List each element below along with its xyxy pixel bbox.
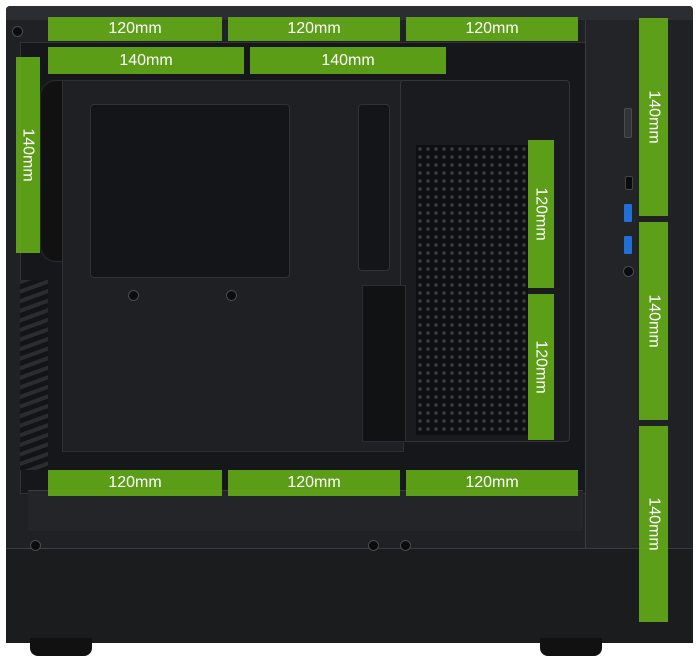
top-fan-zone-140: 140mm [250, 47, 446, 74]
usb-c-port-icon [625, 176, 633, 190]
zone-label: 140mm [645, 90, 663, 144]
bottom-fan-zone-120: 120mm [406, 470, 578, 496]
zone-label: 120mm [465, 474, 519, 491]
zone-label: 120mm [533, 340, 551, 394]
psu-side-fan-zone-120: 120mm [528, 294, 554, 440]
expansion-slot-covers [362, 285, 406, 442]
zone-label: 140mm [20, 128, 38, 182]
zone-label: 120mm [287, 474, 341, 491]
screw-icon [12, 26, 23, 37]
case-foot-right [540, 638, 602, 656]
top-fan-zone-120: 120mm [406, 17, 578, 41]
audio-jack-icon [623, 266, 634, 277]
top-fan-zone-120: 120mm [48, 17, 222, 41]
rear-vent [20, 280, 48, 470]
psu-side-fan-zone-120: 120mm [528, 140, 554, 288]
case-base [6, 548, 693, 643]
screw-icon [30, 540, 41, 551]
zone-label: 120mm [108, 474, 162, 491]
zone-label: 140mm [645, 497, 663, 551]
usb-a-port-icon [624, 236, 632, 254]
zone-label: 140mm [119, 51, 173, 69]
zone-label: 140mm [321, 51, 375, 69]
zone-label: 120mm [287, 20, 341, 37]
zone-label: 120mm [108, 20, 162, 37]
mesh-panel [416, 145, 528, 435]
rear-fan-zone-140: 140mm [16, 57, 40, 253]
power-button-icon [624, 108, 632, 138]
screw-icon [226, 290, 237, 301]
screw-icon [400, 540, 411, 551]
top-fan-zone-140: 140mm [48, 47, 244, 74]
screw-icon [368, 540, 379, 551]
bottom-fan-zone-120: 120mm [48, 470, 222, 496]
screw-icon [128, 290, 139, 301]
bottom-fan-zone-120: 120mm [228, 470, 400, 496]
zone-label: 120mm [533, 187, 551, 241]
front-fan-zone-140: 140mm [639, 426, 668, 622]
cpu-cutout [90, 104, 290, 278]
cable-cutout [358, 104, 390, 271]
case-top-panel [6, 6, 693, 20]
front-fan-zone-140: 140mm [639, 18, 668, 216]
case-foot-left [30, 638, 92, 656]
top-fan-zone-120: 120mm [228, 17, 400, 41]
front-panel [585, 20, 638, 548]
usb-a-port-icon [624, 204, 632, 222]
bottom-shroud [28, 490, 583, 531]
zone-label: 140mm [645, 294, 663, 348]
zone-label: 120mm [465, 20, 519, 37]
front-fan-zone-140: 140mm [639, 222, 668, 420]
